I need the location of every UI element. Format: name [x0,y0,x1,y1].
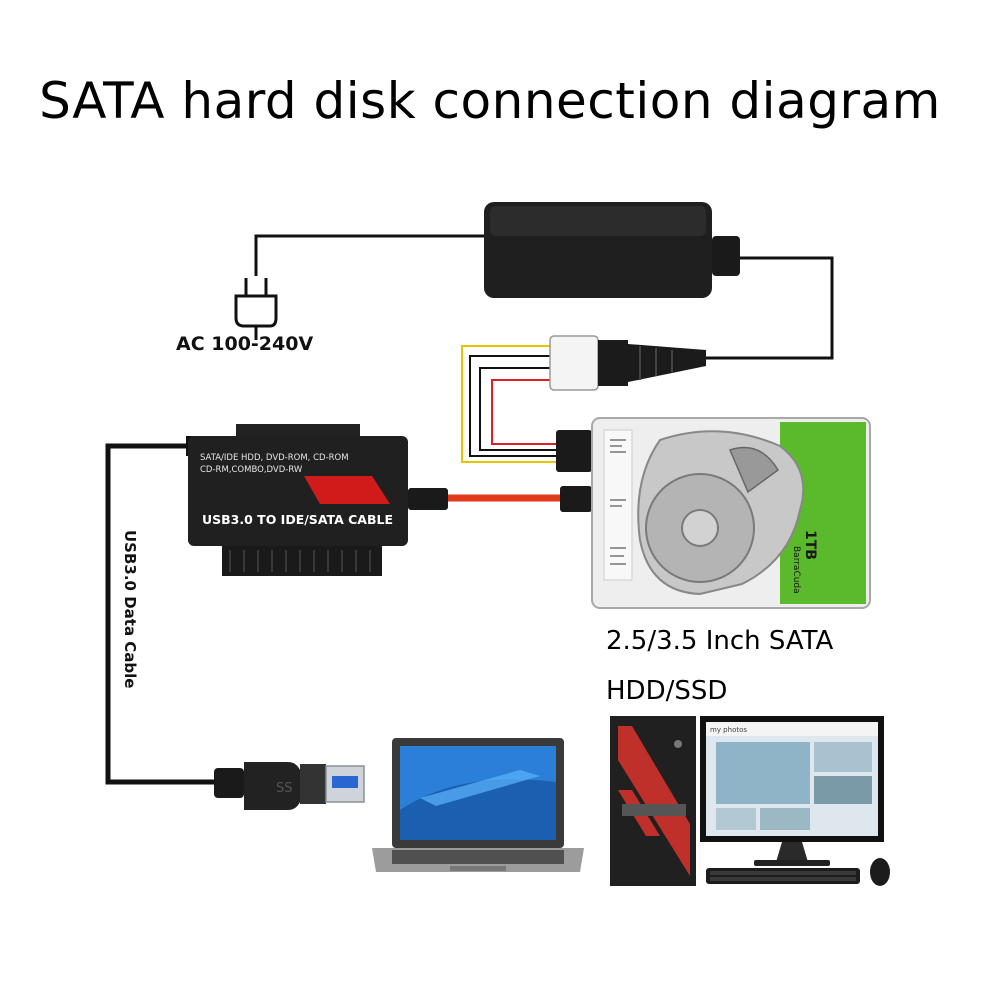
monitor-icon: my photos [700,716,884,866]
ac-voltage-label: AC 100-240V [176,333,314,355]
usb-plug-icon: SS [214,762,365,810]
usb-sata-adapter: SATA/IDE HDD, DVD-ROM, CD-ROM CD-RM,COMB… [186,424,448,576]
power-adapter-icon [484,202,740,298]
hdd-label-line1: 2.5/3.5 Inch SATA [606,626,834,656]
diagram-title: SATA hard disk connection diagram [39,72,941,130]
ac-power-cord [254,234,484,276]
laptop-icon [372,738,584,872]
hdd-capacity: 1TB [802,530,818,560]
hdd-label-line2: HDD/SSD [606,676,728,706]
hdd-brand: BarraCuda [791,546,801,594]
hard-drive-icon: 1TB BarraCuda [591,417,871,609]
mouse-icon [870,858,890,886]
power-plug-icon [234,278,278,340]
adapter-text-line1: SATA/IDE HDD, DVD-ROM, CD-ROM [200,453,349,463]
monitor-window-title: my photos [710,726,747,734]
usb-cable-label: USB3.0 Data Cable [121,530,139,689]
molex-wires [461,345,556,463]
usb-ss-logo: SS [276,781,293,796]
keyboard-icon [706,868,860,884]
sata-data-connector-icon [560,486,592,512]
molex-connector-icon [549,335,706,391]
adapter-text-line2: CD-RM,COMBO,DVD-RW [200,465,303,475]
desktop-tower-icon [610,716,696,886]
adapter-name: USB3.0 TO IDE/SATA CABLE [202,512,393,527]
usb-data-cable [105,443,220,785]
sata-power-connector-icon [556,430,592,472]
dc-power-cord [706,256,834,360]
